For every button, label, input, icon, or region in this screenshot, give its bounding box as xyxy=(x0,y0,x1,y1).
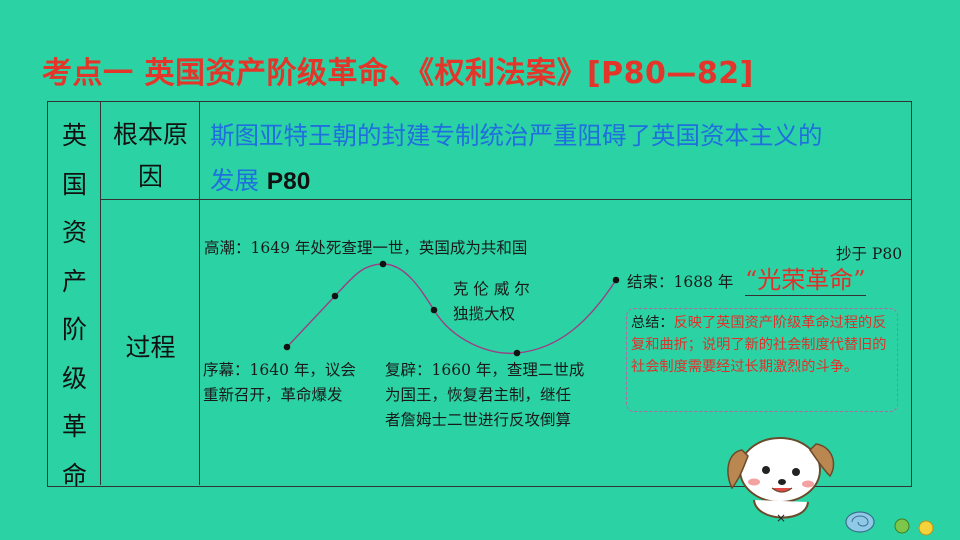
side-label-cell: 英 国 资 产 阶 级 革 命 xyxy=(48,102,101,490)
label-line: 因 xyxy=(137,162,163,191)
point-end xyxy=(612,276,620,284)
point-prelude xyxy=(283,343,291,351)
side-char: 命 xyxy=(61,460,87,490)
restoration-note: 复辟：1660 年，查理二世成 为国王，恢复君主制，继任 者詹姆士二世进行反攻倒… xyxy=(385,361,585,429)
glorious-revolution: “光荣革命” xyxy=(745,260,866,296)
label-line: 根本原 xyxy=(112,120,188,149)
root-cause-text: 斯图亚特王朝的封建专制统治严重阻碍了英国资本主义的 发展 P80 xyxy=(210,121,823,195)
timeline-curve xyxy=(286,263,617,355)
copy-note: 抄于 P80 xyxy=(836,245,903,263)
prelude-note: 序幕：1640 年，议会 重新召开，革命爆发 xyxy=(203,361,356,404)
point-climax xyxy=(379,260,387,268)
svg-text:×: × xyxy=(776,511,786,525)
root-cause-cell: 斯图亚特王朝的封建专制统治严重阻碍了英国资本主义的 发展 P80 xyxy=(200,102,911,200)
summary-text: 反映了英国资产阶级革命过程的反复和曲折；说明了新的社会制度代替旧的社会制度需要经… xyxy=(631,315,887,375)
side-char: 革 xyxy=(61,412,87,441)
side-char: 级 xyxy=(61,363,87,393)
summary-label: 总结： xyxy=(631,315,674,331)
end-note: 结束：1688 年 xyxy=(627,273,734,291)
cartoon-dog-icon: × xyxy=(727,437,934,536)
point-restoration xyxy=(513,349,521,357)
summary-box: 总结：反映了英国资产阶级革命过程的反复和曲折；说明了新的社会制度代替旧的社会制度… xyxy=(626,308,898,412)
cromwell-note: 克 伦 威 尔 独揽大权 xyxy=(453,280,530,323)
row-label-root-cause: 根本原 因 xyxy=(101,102,200,200)
point-cromwell xyxy=(430,306,438,314)
page-ref: P80 xyxy=(266,168,311,195)
climax-note: 高潮：1649 年处死查理一世，英国成为共和国 xyxy=(204,239,528,257)
revolution-table: 英 国 资 产 阶 级 革 命 根本原 因 斯图亚特王朝的封建专制统治严重阻碍了… xyxy=(47,101,912,490)
side-char: 阶 xyxy=(61,315,87,344)
side-char: 英 xyxy=(61,121,87,150)
point-mid xyxy=(331,292,339,300)
side-char: 产 xyxy=(61,266,87,296)
side-char: 国 xyxy=(61,169,87,199)
page-title: 考点一 英国资产阶级革命、《权利法案》[P80—82] xyxy=(42,56,754,91)
side-label: 英 国 资 产 阶 级 革 命 xyxy=(48,112,101,500)
row-label-process: 过程 xyxy=(101,200,200,485)
side-char: 资 xyxy=(61,218,87,247)
